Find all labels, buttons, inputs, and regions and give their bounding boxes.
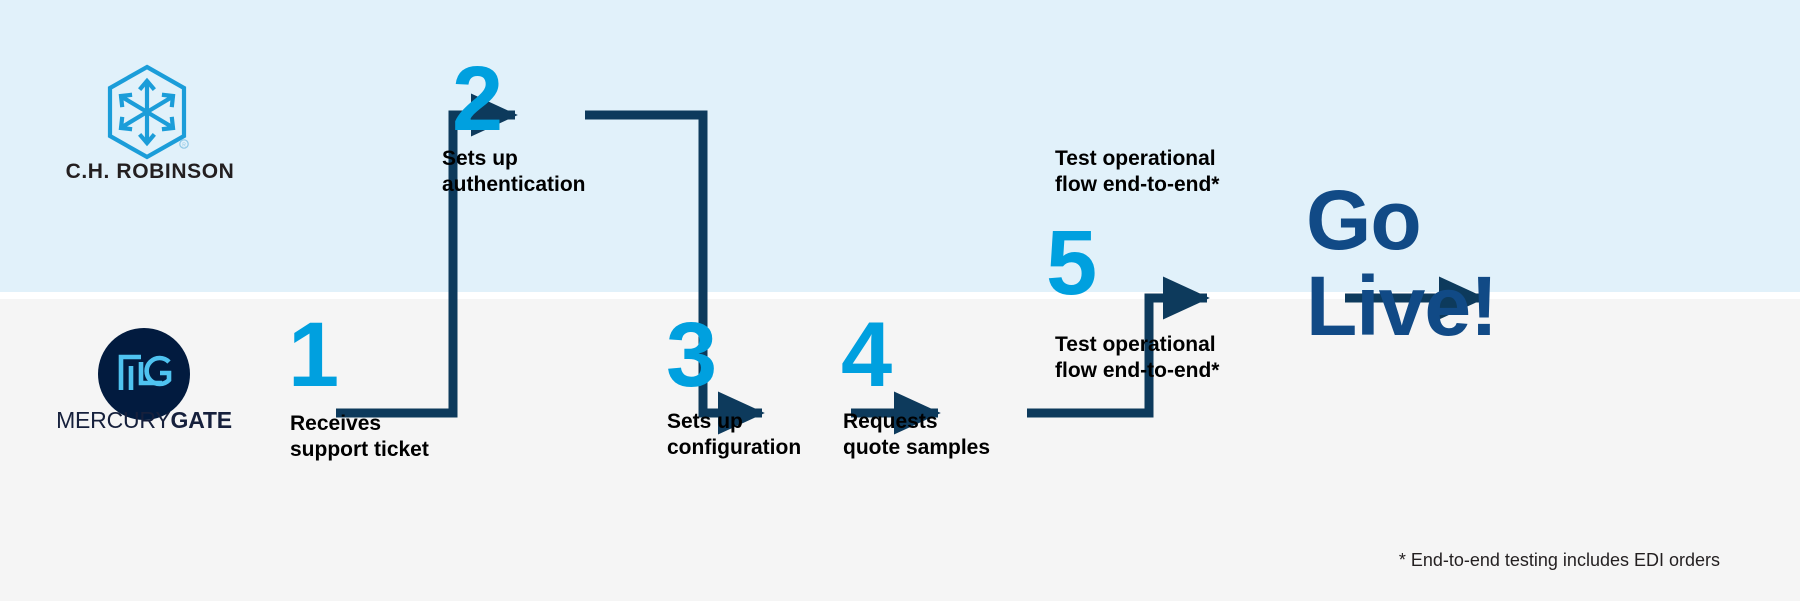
connector-4-to-5 bbox=[1027, 276, 1210, 418]
mercurygate-monogram-icon bbox=[118, 354, 172, 390]
step-number-1: 1 bbox=[288, 304, 340, 406]
step-label-2: Sets up authentication bbox=[442, 147, 586, 197]
mercurygate-logo-icon bbox=[98, 328, 190, 420]
go-live-label: Go Live! bbox=[1306, 173, 1498, 353]
connector-2-to-3 bbox=[585, 110, 765, 435]
swimlane-mercurygate-band bbox=[0, 299, 1800, 601]
swimlane-chrobinson-band bbox=[0, 0, 1800, 292]
mercurygate-wordmark-bold: GATE bbox=[170, 407, 233, 433]
svg-text:R: R bbox=[182, 143, 186, 149]
step-number-2: 2 bbox=[452, 48, 504, 150]
chrobinson-wordmark: C.H. ROBINSON bbox=[65, 160, 235, 183]
footnote-text: * End-to-end testing includes EDI orders bbox=[1398, 550, 1720, 570]
step-label-3: Sets up configuration bbox=[667, 410, 802, 460]
connector-1-to-2 bbox=[336, 93, 518, 418]
step-label-1: Receives support ticket bbox=[290, 412, 429, 462]
chrobinson-logo-icon: R bbox=[107, 64, 189, 160]
step-label-5-bottom: Test operational flow end-to-end* bbox=[1055, 333, 1220, 383]
step-number-5: 5 bbox=[1046, 212, 1098, 314]
step-label-5-top: Test operational flow end-to-end* bbox=[1055, 147, 1220, 197]
step-label-4: Requests quote samples bbox=[843, 410, 991, 460]
mercurygate-wordmark: MERCURYGATE bbox=[40, 407, 248, 434]
step-number-4: 4 bbox=[841, 304, 893, 406]
mercurygate-wordmark-light: MERCURY bbox=[56, 407, 171, 433]
step-number-3: 3 bbox=[666, 304, 718, 406]
